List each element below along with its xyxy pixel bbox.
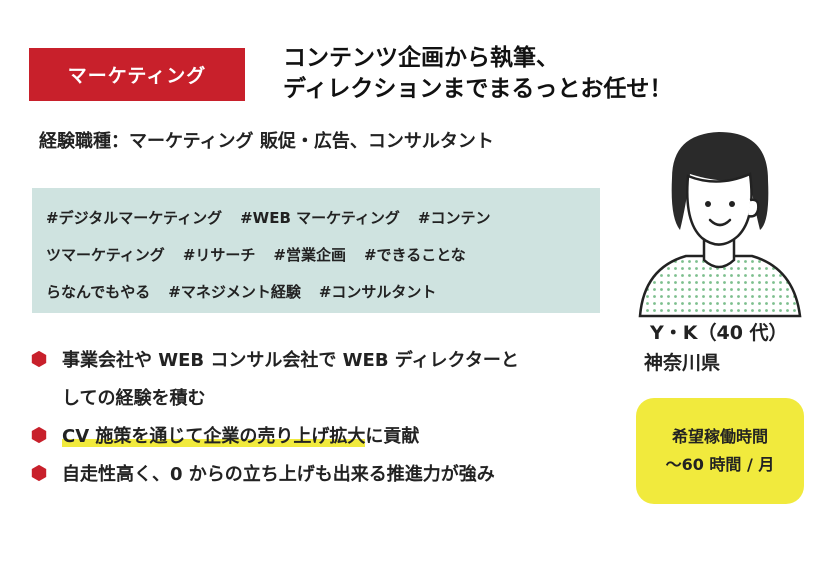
list-item-text: 事業会社や WEB コンサル会社で WEB ディレクターと [62,350,519,371]
tag: #できることな [363,246,466,264]
list-item-text-rest: に貢献 [365,426,420,447]
list-item: 事業会社や WEB コンサル会社で WEB ディレクターと しての経験を積む [30,342,630,418]
list-item-text: 自走性高く、0 からの立ち上げも出来る推進力が強み [62,464,495,485]
tag-box: #デジタルマーケティング #WEB マーケティング #コンテン ツマーケティング #リ… [32,188,600,313]
highlighted-text: CV 施策を通じて企業の売り上げ拡大 [62,426,366,447]
person-name: Y・K（40 代） [650,322,788,344]
tag: #マネジメント経験 [168,283,301,301]
tag: #リサーチ [182,246,256,264]
desired-hours-value: 〜60 時間 / 月 [665,455,775,474]
list-item-text: しての経験を積む [62,388,206,409]
category-badge-label: マーケティング [67,65,207,87]
desired-hours-box: 希望稼働時間 〜60 時間 / 月 [636,398,804,504]
woman-avatar-illustration [638,132,802,318]
tag: #コンテン [417,209,491,227]
list-item: CV 施策を通じて企業の売り上げ拡大に貢献 [30,418,630,456]
job-types: 経験職種：マーケティング 販促・広告、コンサルタント [39,131,494,152]
person-location: 神奈川県 [644,352,721,374]
red-hexagon-bullet-icon [31,464,47,482]
list-item-text: CV 施策を通じて企業の売り上げ拡大に貢献 [62,418,630,456]
tag: #デジタルマーケティング [46,209,223,227]
red-hexagon-bullet-icon [31,426,47,444]
tag: ツマーケティング [46,246,165,264]
tag-line: #デジタルマーケティング #WEB マーケティング #コンテン [46,200,586,237]
tag: #コンサルタント [318,283,437,301]
headline-line-1: コンテンツ企画から執筆、 [283,45,559,71]
headline: コンテンツ企画から執筆、 ディレクションまでまるっとお任せ！ [283,43,823,105]
tag-line: ツマーケティング #リサーチ #営業企画 #できることな [46,237,586,274]
tag: らなんでもやる [46,283,151,301]
list-item: 自走性高く、0 からの立ち上げも出来る推進力が強み [30,456,630,494]
tag: #WEB マーケティング [240,209,400,227]
headline-line-2: ディレクションまでまるっとお任せ！ [283,76,673,102]
category-badge: マーケティング [29,48,245,101]
desired-hours-label: 希望稼働時間 [671,427,768,446]
tag-line: らなんでもやる #マネジメント経験 #コンサルタント [46,274,586,311]
red-hexagon-bullet-icon [31,350,47,368]
experience-list: 事業会社や WEB コンサル会社で WEB ディレクターと しての経験を積む C… [30,342,630,494]
tag: #営業企画 [273,246,346,264]
